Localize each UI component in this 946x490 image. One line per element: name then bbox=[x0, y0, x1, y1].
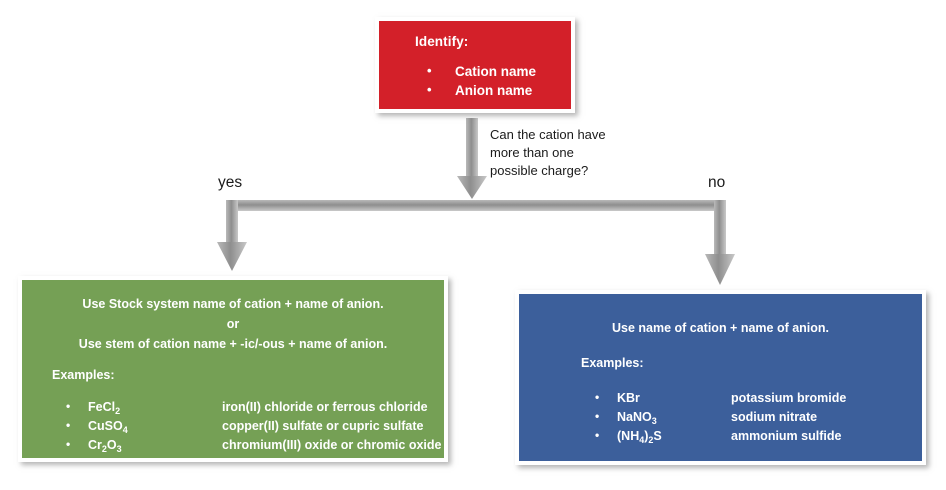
chemical-formula: (NH4)2S bbox=[617, 429, 662, 445]
list-item: KBr potassium bromide bbox=[591, 388, 847, 408]
no-branch-rules: Use name of cation + name of anion. bbox=[519, 318, 922, 338]
connector-split-bar bbox=[230, 200, 722, 211]
chemical-formula: CuSO4 bbox=[88, 419, 128, 435]
chemical-formula: KBr bbox=[617, 391, 640, 405]
compound-name: ammonium sulfide bbox=[731, 429, 842, 443]
rule-line-2: Use stem of cation name + -ic/-ous + nam… bbox=[78, 337, 388, 351]
compound-name: iron(II) chloride or ferrous chloride bbox=[222, 400, 428, 414]
connector-yes-branch bbox=[217, 200, 247, 271]
connector-identify-to-decision bbox=[457, 118, 487, 199]
decision-question-text: Can the cation have more than one possib… bbox=[490, 127, 606, 178]
branch-label-no: no bbox=[708, 174, 726, 191]
branch-label-yes: yes bbox=[218, 174, 243, 191]
no-branch-box: Use name of cation + name of anion. Exam… bbox=[515, 290, 926, 465]
yes-branch-rules: Use Stock system name of cation + name o… bbox=[22, 294, 444, 354]
list-item: FeCl2 iron(II) chloride or ferrous chlori… bbox=[62, 397, 441, 417]
list-item: CuSO4 copper(II) sulfate or cupric sulfat… bbox=[62, 416, 441, 436]
list-item: Cation name bbox=[427, 61, 536, 81]
list-item: Anion name bbox=[427, 80, 536, 100]
yes-branch-box: Use Stock system name of cation + name o… bbox=[18, 276, 448, 462]
chemical-formula: Cr2O3 bbox=[88, 438, 122, 454]
chemical-formula: NaNO3 bbox=[617, 410, 657, 426]
rule-line-1: Use name of cation + name of anion. bbox=[611, 321, 830, 335]
chemical-formula: FeCl2 bbox=[88, 400, 121, 416]
list-item: (NH4)2S ammonium sulfide bbox=[591, 426, 846, 446]
compound-name: copper(II) sulfate or cupric sulfate bbox=[222, 419, 424, 433]
compound-name: sodium nitrate bbox=[731, 410, 818, 424]
list-item: NaNO3 sodium nitrate bbox=[591, 407, 846, 427]
no-examples-label: Examples: bbox=[581, 356, 644, 370]
connector-no-branch bbox=[705, 200, 735, 285]
yes-examples-label: Examples: bbox=[52, 368, 115, 382]
compound-name: chromium(III) oxide or chromic oxide bbox=[222, 438, 442, 452]
rule-line-1: Use Stock system name of cation + name o… bbox=[82, 297, 384, 311]
identify-list: Cation name Anion name bbox=[409, 61, 536, 100]
identify-heading: Identify: bbox=[415, 34, 469, 49]
no-examples-list: KBr potassium bromide NaNO3 sodium nitrate… bbox=[591, 388, 847, 446]
yes-examples-list: FeCl2 iron(II) chloride or ferrous chlori… bbox=[62, 397, 442, 455]
rule-connector: or bbox=[226, 317, 240, 331]
compound-name: potassium bromide bbox=[731, 391, 847, 405]
identify-box: Identify: Cation name Anion name bbox=[375, 17, 575, 113]
list-item: Cr2O3 chromium(III) oxide or chromic oxid… bbox=[62, 435, 442, 455]
